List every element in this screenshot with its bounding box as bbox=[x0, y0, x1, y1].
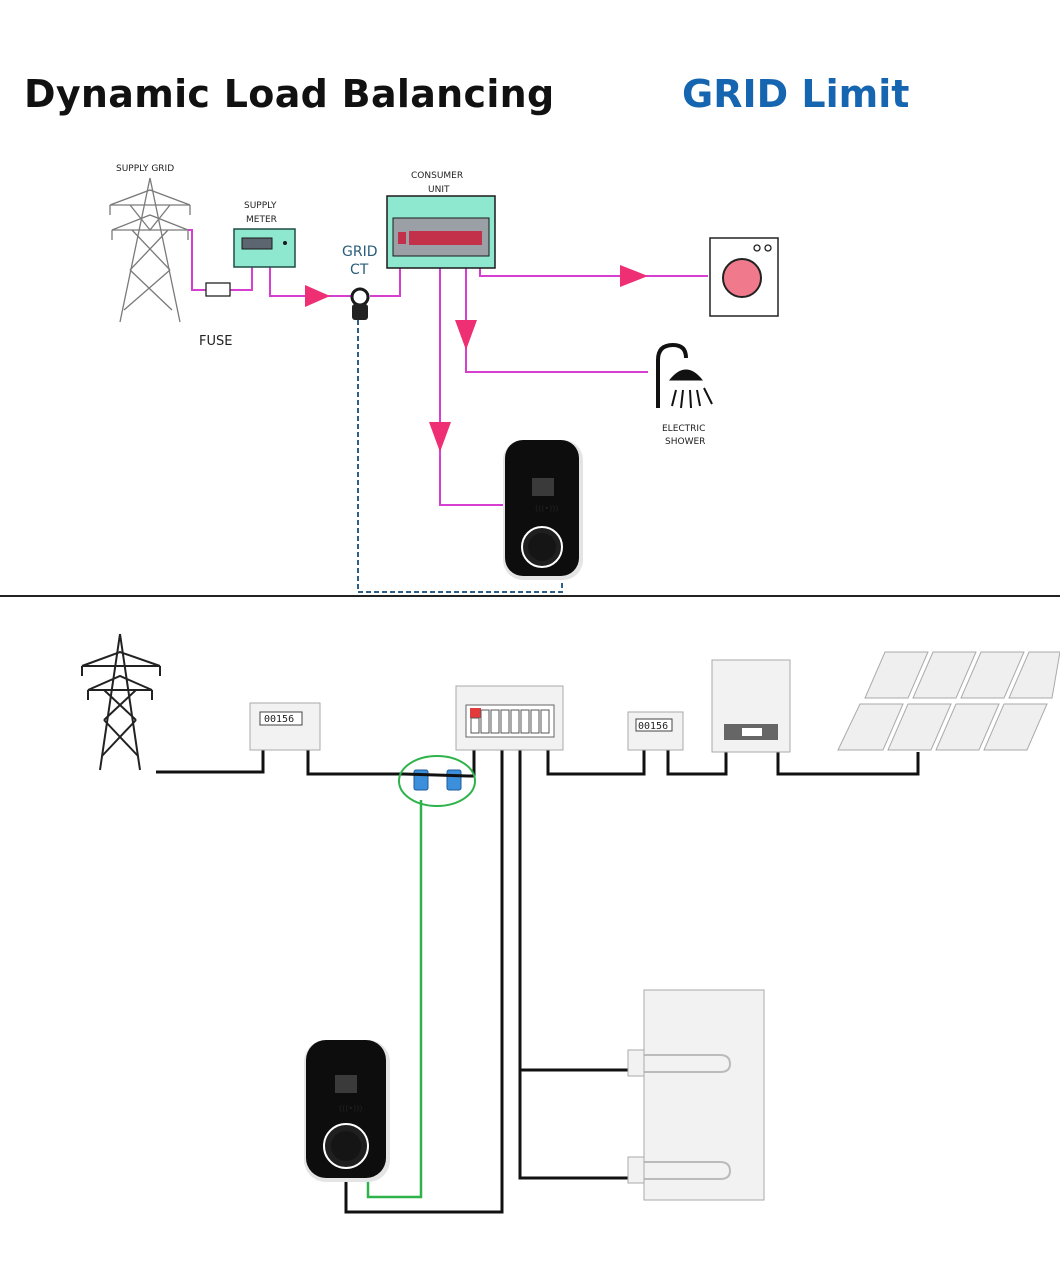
fuse-label: FUSE bbox=[199, 334, 232, 349]
ev-charger-bottom: (((•))) bbox=[304, 1040, 390, 1182]
grid-meter: 00156 bbox=[249, 702, 321, 751]
solar-meter: 00156 bbox=[627, 711, 684, 751]
arrow-to-appliance bbox=[620, 265, 648, 287]
grid-ct-label-2: CT bbox=[350, 262, 369, 278]
ev-charger-top: (((•))) bbox=[503, 440, 583, 580]
consumer-unit-label-1: CONSUMER bbox=[411, 171, 463, 181]
arrow-to-charger bbox=[429, 422, 451, 452]
ct-signal-cable bbox=[357, 320, 563, 593]
hot-water-cylinder bbox=[627, 989, 765, 1201]
page-title: Dynamic Load Balancing bbox=[24, 72, 555, 116]
ct-signal-wire bbox=[366, 800, 423, 1199]
supply-grid-label: SUPPLY GRID bbox=[116, 164, 174, 174]
grid-meter-reading: 00156 bbox=[264, 714, 294, 725]
consumer-unit bbox=[386, 195, 496, 269]
electric-shower-icon bbox=[656, 342, 713, 409]
grid-ct-label-1: GRID bbox=[342, 244, 378, 260]
bottom-diagram: 00156 bbox=[81, 633, 1060, 1214]
supply-meter-label-1: SUPPLY bbox=[244, 201, 277, 211]
electric-shower-label-1: ELECTRIC bbox=[662, 424, 705, 434]
solar-meter-reading: 00156 bbox=[638, 721, 668, 732]
distribution-board bbox=[455, 685, 564, 751]
solar-inverter bbox=[711, 659, 791, 753]
grid-ct-clamp-icon bbox=[350, 287, 370, 320]
charger-rfid-mark: (((•))) bbox=[535, 504, 558, 513]
ct-clamp-icon bbox=[413, 769, 462, 791]
page-subtitle: GRID Limit bbox=[682, 72, 910, 116]
ct-through-cable bbox=[403, 772, 469, 778]
arrow-to-ct bbox=[305, 285, 330, 307]
flow-arrows bbox=[305, 265, 648, 452]
fuse-icon bbox=[205, 282, 231, 297]
top-diagram: SUPPLY GRID FUSE SUPPLY METER bbox=[109, 164, 779, 593]
electric-shower-label-2: SHOWER bbox=[665, 437, 705, 447]
charger-rfid-mark-bottom: (((•))) bbox=[339, 1104, 362, 1113]
main-wiring bbox=[156, 750, 920, 1214]
solar-panel-array-icon bbox=[837, 651, 1060, 751]
supply-grid-pylon-icon bbox=[109, 177, 191, 323]
grid-pylon-icon bbox=[81, 633, 161, 771]
consumer-unit-label-2: UNIT bbox=[428, 185, 450, 195]
washing-machine-icon bbox=[709, 237, 779, 317]
arrow-to-shower bbox=[455, 320, 477, 350]
supply-meter-label-2: METER bbox=[246, 215, 277, 225]
supply-meter bbox=[233, 228, 296, 268]
ct-highlight-ring bbox=[398, 755, 476, 807]
